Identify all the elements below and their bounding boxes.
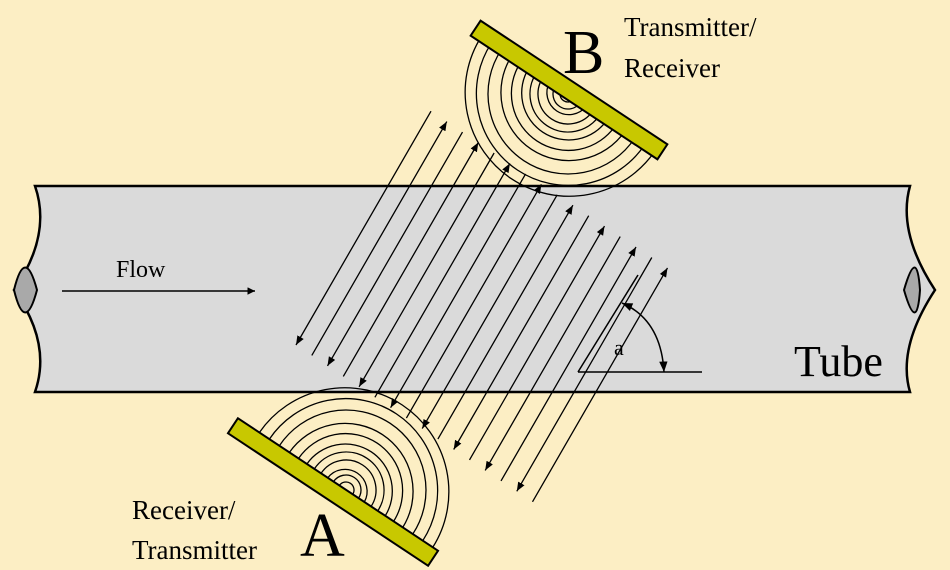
flow-label: Flow — [116, 257, 166, 283]
sound-wave-b-arc — [500, 56, 626, 162]
sound-wave-b-arc — [521, 67, 608, 141]
sound-wave-a-arc — [297, 432, 404, 522]
angle-label: a — [614, 335, 624, 360]
ultrasound-beam-line — [468, 225, 606, 461]
transducer-b-letter: B — [563, 19, 605, 87]
sound-wave-b-arc — [537, 77, 594, 125]
tube-body — [12, 184, 937, 394]
sound-wave-a-arc — [320, 459, 377, 507]
sound-wave-a-arc — [268, 397, 439, 542]
ultrasound-beam-line — [295, 110, 432, 346]
sound-wave-a-arc — [278, 409, 427, 535]
ultrasound-beam-line — [484, 236, 621, 471]
ultrasound-beam-line — [500, 246, 637, 482]
sound-wave-b-arc — [510, 62, 617, 152]
sound-waves-a — [258, 387, 450, 548]
transducer-b — [469, 19, 669, 161]
sound-wave-b-arc — [546, 81, 587, 116]
ultrasound-beam-line — [342, 142, 479, 377]
transducer-b-role-line1: Transmitter/ — [624, 12, 757, 42]
transducer-a-role-line1: Receiver/ — [132, 495, 236, 525]
ultrasound-beam-line — [405, 183, 542, 419]
ultrasound-beam-line — [374, 163, 511, 398]
transducer-a-role-line2: Transmitter — [132, 535, 258, 565]
sound-waves-b — [464, 36, 656, 197]
tube-label: Tube — [794, 337, 883, 386]
tube-end-cap-left — [12, 266, 39, 314]
ultrasound-beam-line — [326, 131, 464, 367]
sound-wave-a-arc — [258, 387, 450, 548]
ultrasound-beam-line — [390, 173, 527, 409]
ultrasound-beam-line — [358, 152, 495, 388]
sound-wave-a-arc — [313, 451, 385, 512]
sound-wave-b-arc — [487, 49, 636, 175]
sound-wave-a-arc — [306, 443, 393, 517]
sound-wave-a-arc — [327, 468, 368, 503]
sound-wave-b-arc — [464, 36, 656, 197]
tube-end-cap-right — [902, 266, 922, 314]
ultrasound-beam-line — [516, 257, 653, 492]
sound-wave-b-arc — [475, 42, 646, 187]
transducer-a-letter: A — [300, 502, 345, 570]
angle-indicator — [577, 274, 702, 373]
sound-wave-a-arc — [332, 474, 362, 499]
sound-wave-a-arc — [338, 481, 355, 495]
sound-wave-a-arc — [288, 422, 414, 528]
ultrasound-beam-line — [311, 121, 448, 356]
ultrasound-beam-line — [453, 215, 590, 450]
ultrasound-beam-line — [421, 194, 558, 429]
sound-wave-b-arc — [529, 72, 601, 133]
transducer-a — [226, 416, 440, 567]
transducer-b-role-line2: Receiver — [624, 53, 720, 83]
ultrasound-beam-line — [437, 204, 574, 440]
